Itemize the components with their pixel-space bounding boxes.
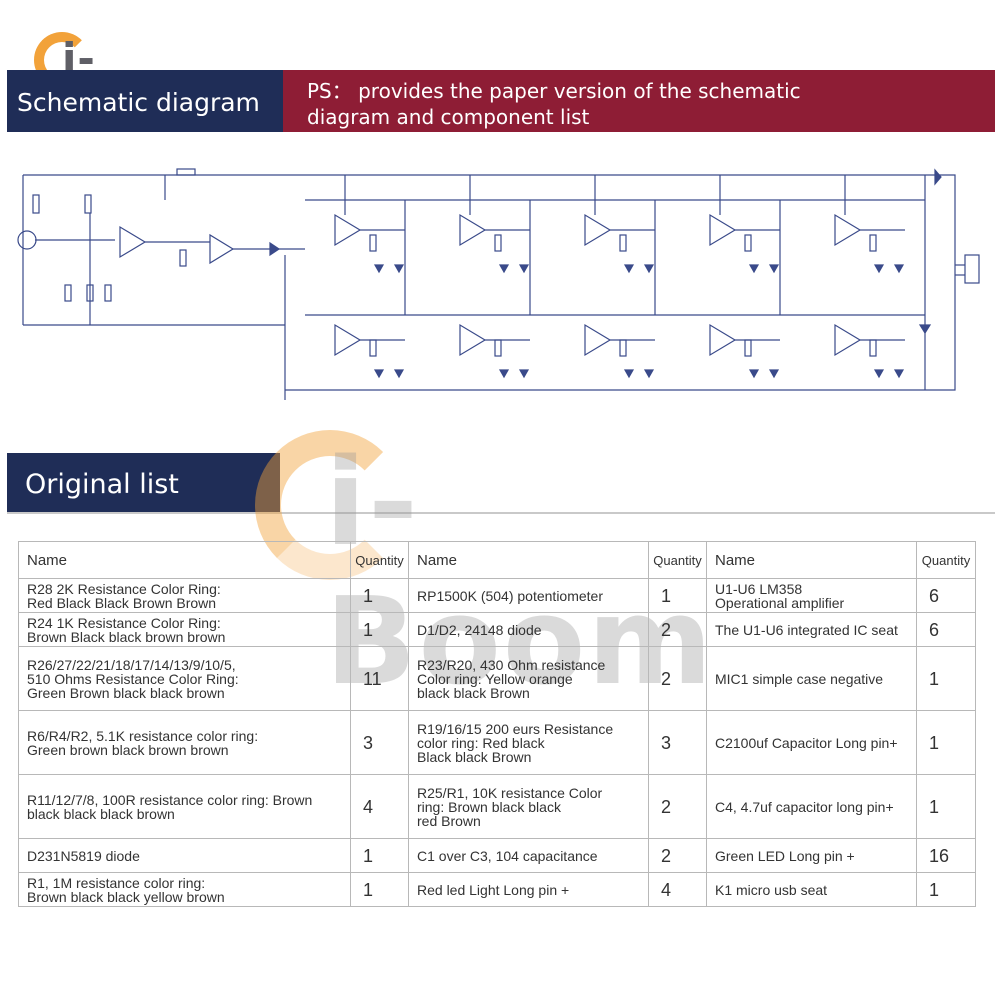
component-name-cell: D231N5819 diode bbox=[18, 838, 351, 873]
component-name-cell: R26/27/22/21/18/17/14/13/9/10/5,510 Ohms… bbox=[18, 646, 351, 711]
quantity-cell: 1 bbox=[350, 872, 409, 907]
column-header-quantity: Quantity bbox=[916, 541, 976, 579]
table-row: R26/27/22/21/18/17/14/13/9/10/5,510 Ohms… bbox=[18, 646, 976, 711]
schematic-banner: Schematic diagram PS： provides the paper… bbox=[7, 70, 995, 132]
table-row: R28 2K Resistance Color Ring:Red Black B… bbox=[18, 578, 976, 613]
schematic-drawing bbox=[17, 168, 980, 400]
quantity-cell: 6 bbox=[916, 578, 976, 613]
quantity-cell: 4 bbox=[350, 774, 409, 839]
column-header-name: Name bbox=[18, 541, 351, 579]
column-header-quantity: Quantity bbox=[350, 541, 409, 579]
quantity-cell: 11 bbox=[350, 646, 409, 711]
quantity-cell: 2 bbox=[648, 838, 707, 873]
quantity-cell: 4 bbox=[648, 872, 707, 907]
component-name-cell: D1/D2, 24148 diode bbox=[408, 612, 649, 647]
quantity-cell: 3 bbox=[648, 710, 707, 775]
component-name-cell: R28 2K Resistance Color Ring:Red Black B… bbox=[18, 578, 351, 613]
quantity-cell: 2 bbox=[648, 774, 707, 839]
component-name-cell: RP1500K (504) potentiometer bbox=[408, 578, 649, 613]
column-header-name: Name bbox=[408, 541, 649, 579]
quantity-cell: 3 bbox=[350, 710, 409, 775]
list-title: Original list bbox=[25, 469, 179, 500]
quantity-cell: 1 bbox=[916, 710, 976, 775]
quantity-cell: 6 bbox=[916, 612, 976, 647]
quantity-cell: 1 bbox=[648, 578, 707, 613]
component-name-cell: C2100uf Capacitor Long pin+ bbox=[706, 710, 917, 775]
component-name-cell: K1 micro usb seat bbox=[706, 872, 917, 907]
component-name-cell: R1, 1M resistance color ring:Brown black… bbox=[18, 872, 351, 907]
component-name-cell: Red led Light Long pin + bbox=[408, 872, 649, 907]
component-name-cell: R6/R4/R2, 5.1K resistance color ring:Gre… bbox=[18, 710, 351, 775]
component-name-cell: C4, 4.7uf capacitor long pin+ bbox=[706, 774, 917, 839]
quantity-cell: 2 bbox=[648, 646, 707, 711]
quantity-cell: 16 bbox=[916, 838, 976, 873]
quantity-cell: 1 bbox=[350, 838, 409, 873]
schematic-title: Schematic diagram bbox=[17, 88, 260, 117]
quantity-cell: 1 bbox=[350, 612, 409, 647]
schematic-note: PS： provides the paper version of the sc… bbox=[307, 79, 801, 129]
component-name-cell: R11/12/7/8, 100R resistance color ring: … bbox=[18, 774, 351, 839]
table-row: R11/12/7/8, 100R resistance color ring: … bbox=[18, 774, 976, 839]
quantity-cell: 1 bbox=[916, 646, 976, 711]
table-row: R1, 1M resistance color ring:Brown black… bbox=[18, 872, 976, 907]
component-name-cell: MIC1 simple case negative bbox=[706, 646, 917, 711]
quantity-cell: 1 bbox=[916, 872, 976, 907]
list-banner: Original list bbox=[7, 453, 280, 513]
column-header-name: Name bbox=[706, 541, 917, 579]
quantity-cell: 1 bbox=[916, 774, 976, 839]
component-name-cell: R24 1K Resistance Color Ring:Brown Black… bbox=[18, 612, 351, 647]
quantity-cell: 1 bbox=[350, 578, 409, 613]
component-name-cell: Green LED Long pin + bbox=[706, 838, 917, 873]
table-row: R24 1K Resistance Color Ring:Brown Black… bbox=[18, 612, 976, 647]
table-row: R6/R4/R2, 5.1K resistance color ring:Gre… bbox=[18, 710, 976, 775]
column-header-quantity: Quantity bbox=[648, 541, 707, 579]
quantity-cell: 2 bbox=[648, 612, 707, 647]
component-name-cell: The U1-U6 integrated IC seat bbox=[706, 612, 917, 647]
component-name-cell: C1 over C3, 104 capacitance bbox=[408, 838, 649, 873]
